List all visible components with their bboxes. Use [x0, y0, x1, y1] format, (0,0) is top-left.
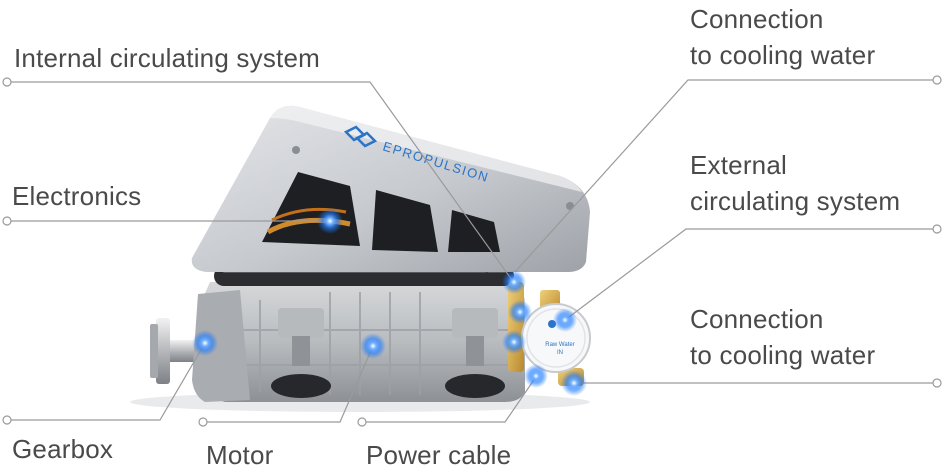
engine-mount-right [445, 308, 505, 398]
pump-badge-line-2: IN [557, 350, 563, 356]
label-gearbox: Gearbox [12, 434, 114, 464]
engine-illustration: EPROPULSION Raw Water IN [130, 105, 591, 412]
leader-lines [6, 79, 938, 423]
hotspots [192, 208, 587, 396]
label-internal-circulating-system: Internal circulating system [14, 43, 320, 73]
hotspot-power-cable [502, 330, 526, 354]
label-motor: Motor [206, 440, 274, 470]
hotspot-internal-circulating [502, 270, 526, 294]
label-connection-cooling-water-bottom: Connection to cooling water [690, 304, 876, 370]
leader-motor [202, 345, 374, 423]
hotspot-electronics [317, 208, 343, 234]
hotspot-motor [360, 333, 386, 359]
label-connection-cooling-water-top: Connection to cooling water [690, 4, 876, 70]
label-electronics: Electronics [12, 181, 142, 211]
leader-endpoints [2, 75, 942, 427]
label-external-circulating-system: External circulating system [690, 150, 901, 216]
pump-badge-line-1: Raw Water [545, 342, 574, 348]
leader-internal-circulating-system [6, 81, 513, 281]
leader-gearbox [6, 342, 206, 421]
leader-power-cable [360, 373, 539, 423]
hotspot-connection-bottom [561, 370, 587, 396]
leader-external-circulating [564, 228, 938, 321]
engine-mount-left [271, 308, 331, 398]
leader-connection-top [514, 79, 938, 273]
label-power-cable: Power cable [366, 440, 512, 470]
hotspot-cable-end [524, 364, 548, 388]
hotspot-connection-top [508, 300, 532, 324]
hotspot-external-circulating [553, 308, 577, 332]
hotspot-gearbox [192, 330, 218, 356]
